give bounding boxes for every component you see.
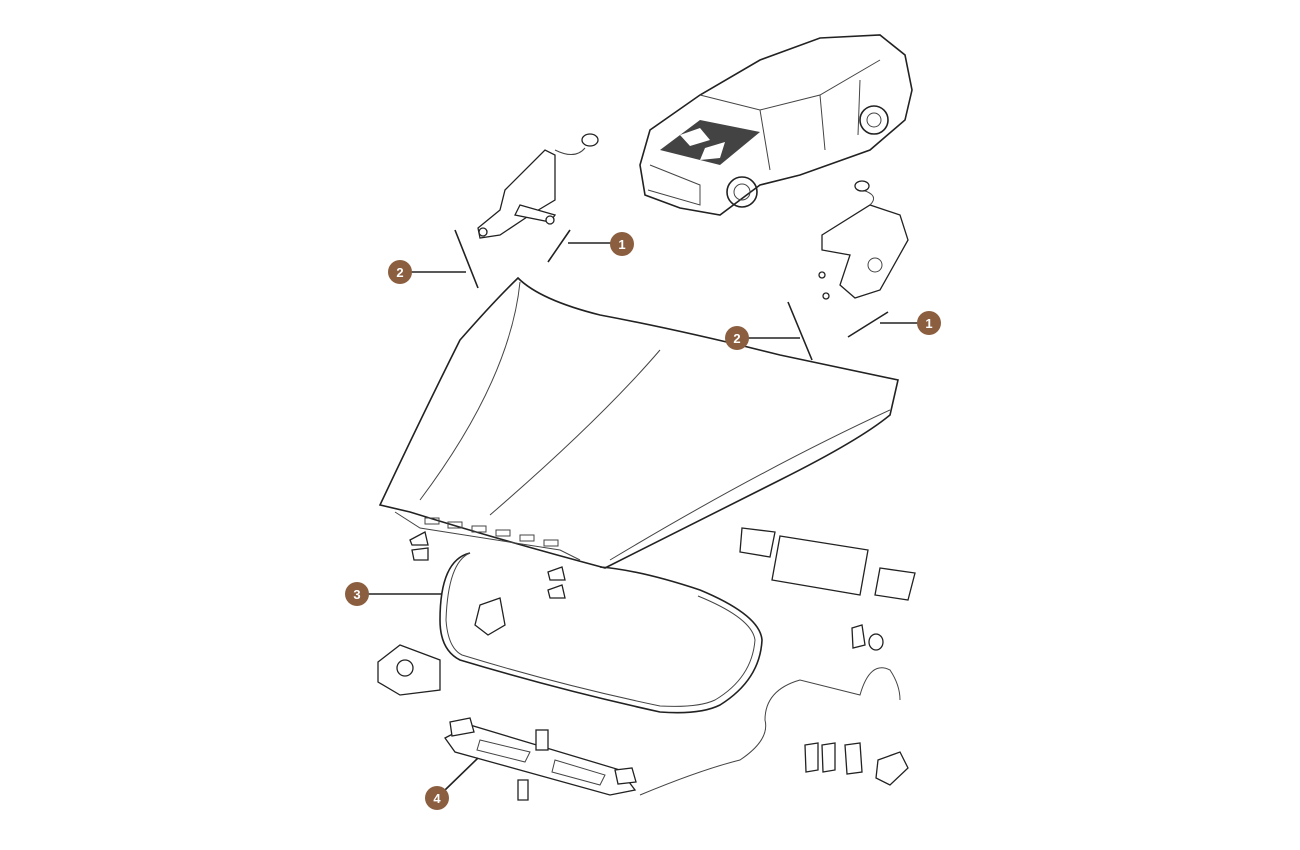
release-cable: [639, 624, 909, 796]
callout-1-right-strut[interactable]: 1: [917, 311, 941, 335]
left-hinge: [477, 133, 599, 239]
leader-lines: [368, 242, 918, 791]
bonnet-buffers: [377, 531, 566, 696]
callout-3-seal[interactable]: 3: [345, 582, 369, 606]
callout-1-left-strut[interactable]: 1: [610, 232, 634, 256]
callout-2-right-strut[interactable]: 2: [725, 326, 749, 350]
callout-2-left-strut[interactable]: 2: [388, 260, 412, 284]
bonnet-seal: [439, 552, 763, 714]
bonnet-panel: [378, 276, 899, 569]
car-overview-illustration: [639, 34, 913, 216]
callout-4-lock-carrier[interactable]: 4: [425, 786, 449, 810]
insulation-pads: [739, 527, 916, 601]
gas-struts: [454, 229, 889, 361]
bonnet-lock-carrier: [444, 717, 637, 801]
right-hinge: [818, 180, 909, 300]
